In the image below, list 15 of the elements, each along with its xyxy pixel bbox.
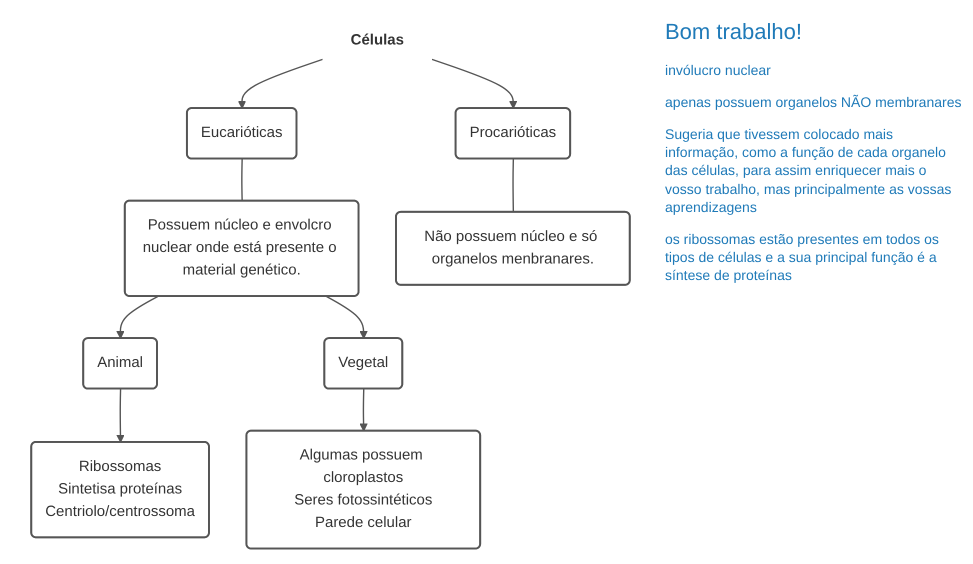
arrow xyxy=(326,296,368,339)
connector xyxy=(241,159,243,202)
connector xyxy=(512,159,514,212)
arrow xyxy=(432,58,518,109)
arrow xyxy=(359,389,368,432)
concept-map: Células Eucarióticas Procarióticas Possuem núcleo e envolcro nuclear onde está presente o material genético. Não possuem núcleo e só organelos menbranares. Animal Vegetal Ribossomas Sintetisa proteínas Centriolo/centrossoma Algumas possuem cloroplastos Seres fotossintéticos Parede celular xyxy=(8,8,653,556)
comment-note: invólucro nuclear xyxy=(665,60,772,79)
comment-note: os ribossomas estão presentes em todos os tipos de células e a sua principal função é a síntese de proteínas xyxy=(665,230,940,284)
arrow xyxy=(116,389,125,443)
comment-note: apenas possuem organelos NÃO membranares xyxy=(665,92,962,111)
arrow xyxy=(238,58,323,109)
comment-note: Sugeria que tivessem colocado mais informação, como a função de cada organelo das células, para assim enriquecer mais o vosso trabalho, mas principalmente as vossas aprendizagens xyxy=(665,124,952,216)
node-text: Células xyxy=(350,32,404,48)
arrow xyxy=(116,296,158,339)
comment-heading: Bom trabalho! xyxy=(665,18,803,46)
